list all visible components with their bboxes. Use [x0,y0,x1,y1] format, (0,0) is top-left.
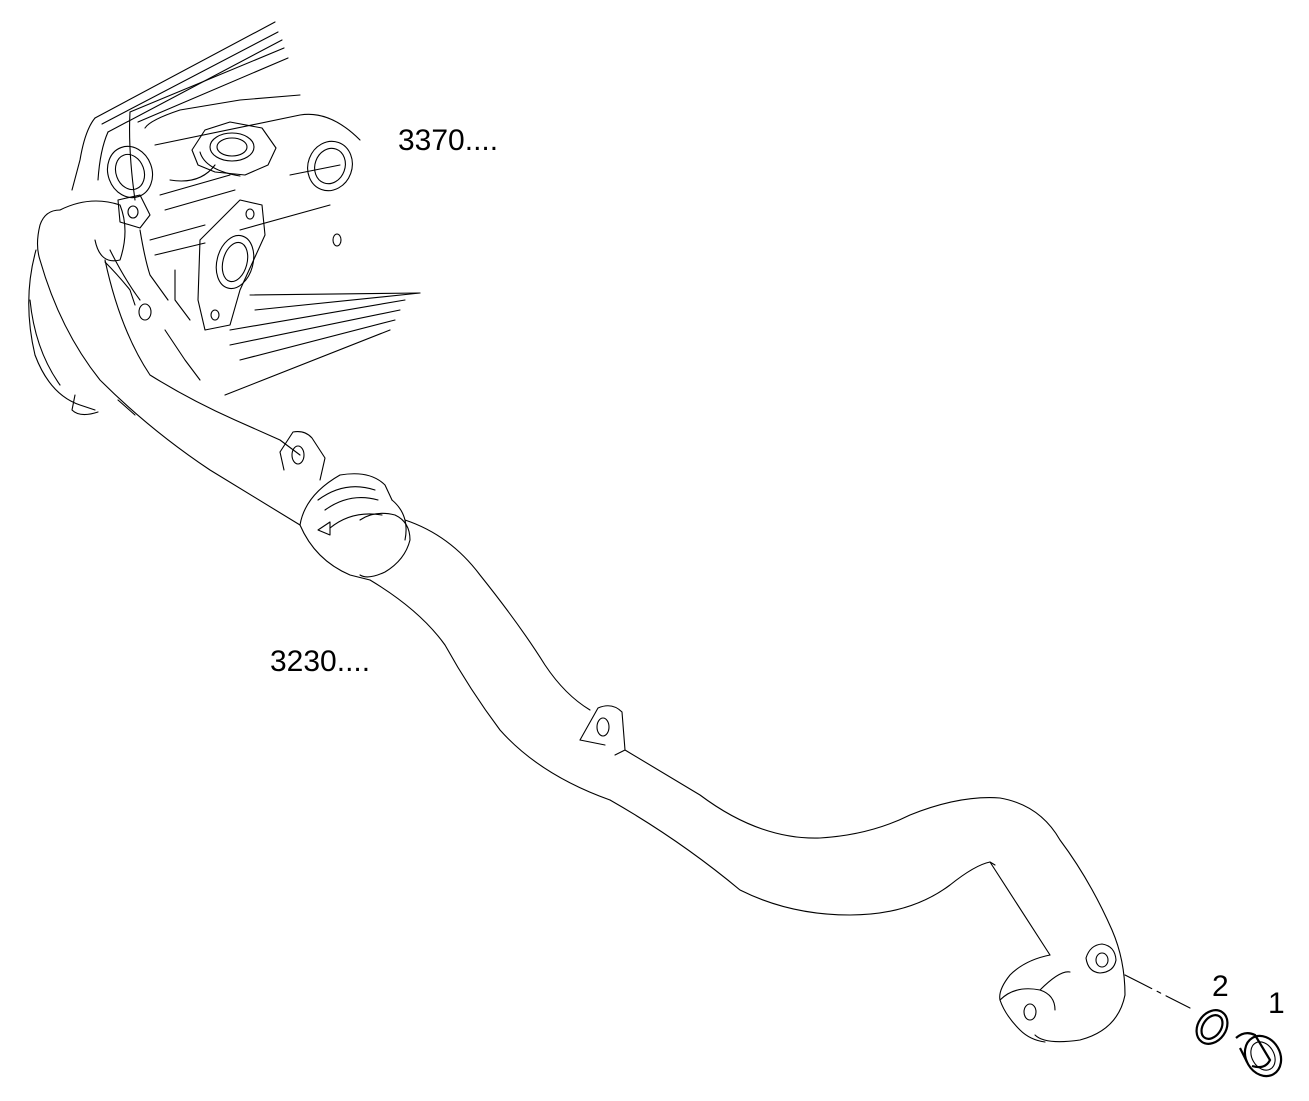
pipe-end-elbow [999,943,1117,1043]
callout-3230: 3230.... [270,645,371,678]
coolant-pipe [39,259,1126,1043]
filler-cap [191,121,277,177]
hose-clamp [299,473,411,581]
pipe-bracket-upper [279,431,326,481]
port-ring [307,140,353,192]
callout-part-2: 2 [1212,970,1229,1003]
engine-block [28,21,421,416]
upper-elbow-pipe [36,200,136,306]
pipe-bracket-lower [579,705,626,756]
plug-screw [1235,1031,1283,1078]
sealing-ring [1195,1009,1229,1045]
callout-3370: 3370.... [398,124,499,157]
manifold-flange [197,199,266,331]
callout-part-1: 1 [1268,987,1285,1020]
outlet-ring [106,145,154,199]
explode-line [1124,974,1191,1009]
